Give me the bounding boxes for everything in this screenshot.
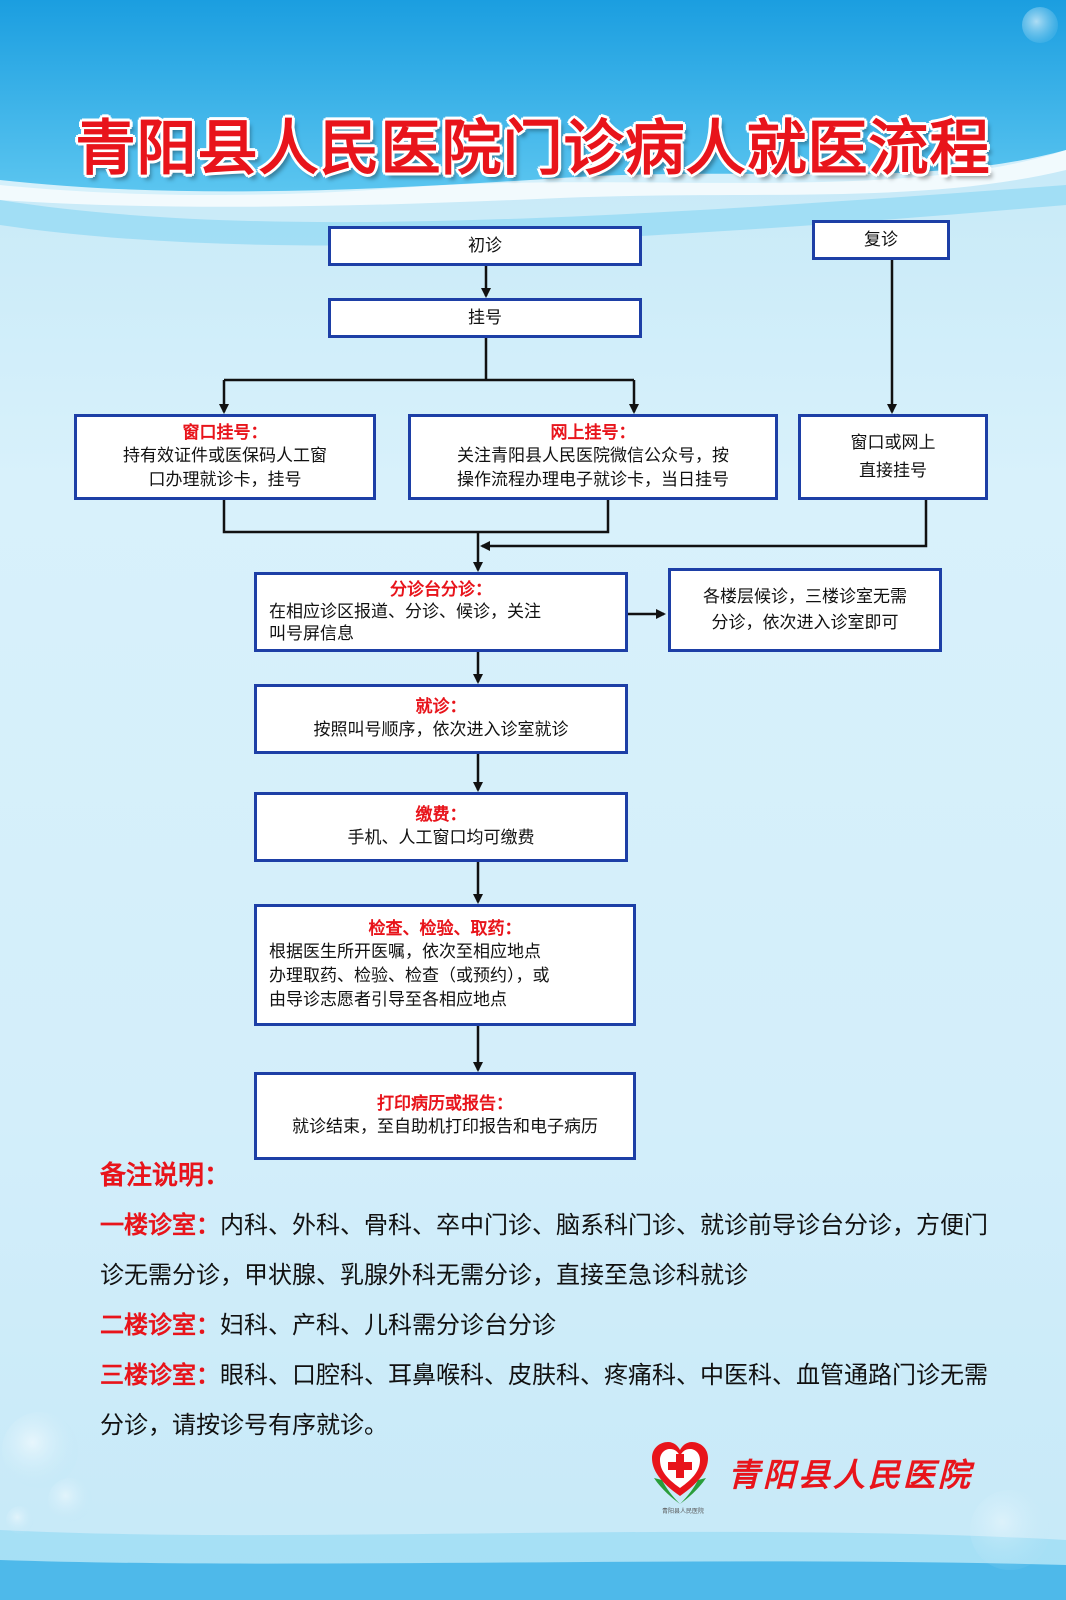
- notes-section: 备注说明： 一楼诊室：内科、外科、骨科、卒中门诊、脑系科门诊、就诊前导诊台分诊，…: [100, 1152, 1000, 1450]
- hospital-logo-icon: [652, 1442, 708, 1504]
- exam-title: 检查、检验、取药：: [368, 919, 522, 939]
- triage-box: 分诊台分诊： 在相应诊区报道、分诊、候诊，关注 叫号屏信息: [254, 572, 628, 652]
- register-label: 挂号: [468, 308, 502, 328]
- triage-title: 分诊台分诊：: [390, 580, 492, 600]
- direct-reg-box: 窗口或网上 直接挂号: [798, 414, 988, 500]
- first-visit-label: 初诊: [468, 236, 502, 256]
- payment-title: 缴费：: [415, 805, 467, 825]
- floor1-label: 一楼诊室：: [100, 1211, 220, 1239]
- register-box: 挂号: [328, 298, 642, 338]
- direct-reg-text: 窗口或网上 直接挂号: [850, 433, 936, 481]
- payment-box: 缴费： 手机、人工窗口均可缴费: [254, 792, 628, 862]
- payment-text: 手机、人工窗口均可缴费: [347, 828, 535, 848]
- floor2-text: 妇科、产科、儿科需分诊台分诊: [220, 1311, 556, 1339]
- triage-text: 在相应诊区报道、分诊、候诊，关注 叫号屏信息: [269, 602, 541, 644]
- page-title: 青阳县人民医院门诊病人就医流程: [75, 114, 991, 184]
- online-reg-title: 网上挂号：: [550, 423, 636, 443]
- arrow-direct-to-merge: [480, 500, 928, 551]
- line-window-online-merge: [222, 500, 610, 534]
- notes-title: 备注说明：: [100, 1161, 231, 1191]
- floor-wait-box: 各楼层候诊，三楼诊室无需 分诊，依次进入诊室即可: [668, 568, 942, 652]
- online-reg-text: 关注青阳县人民医院微信公众号，按 操作流程办理电子就诊卡，当日挂号: [457, 446, 729, 490]
- exam-text: 根据医生所开医嘱，依次至相应地点 办理取药、检验、检查（或预约），或 由导诊志愿…: [269, 942, 550, 1010]
- logo-small-text: 青阳县人民医院: [661, 1508, 704, 1515]
- floor-wait-text: 各楼层候诊，三楼诊室无需 分诊，依次进入诊室即可: [703, 587, 907, 633]
- consult-title: 就诊：: [415, 697, 467, 717]
- hospital-name: 青阳县人民医院: [728, 1456, 974, 1494]
- print-text: 就诊结束，至自助机打印报告和电子病历: [292, 1117, 598, 1137]
- consult-box: 就诊： 按照叫号顺序，依次进入诊室就诊: [254, 684, 628, 754]
- window-reg-title: 窗口挂号：: [182, 423, 268, 443]
- floor3-text: 眼科、口腔科、耳鼻喉科、皮肤科、疼痛科、中医科、血管通路门诊无需分诊，请按诊号有…: [100, 1361, 988, 1439]
- consult-text: 按照叫号顺序，依次进入诊室就诊: [313, 720, 569, 740]
- notes-floor3: 三楼诊室：眼科、口腔科、耳鼻喉科、皮肤科、疼痛科、中医科、血管通路门诊无需分诊，…: [100, 1350, 1000, 1450]
- floor1-text: 内科、外科、骨科、卒中门诊、脑系科门诊、就诊前导诊台分诊，方便门诊无需分诊，甲状…: [100, 1211, 988, 1289]
- return-visit-label: 复诊: [864, 230, 898, 250]
- online-reg-box: 网上挂号： 关注青阳县人民医院微信公众号，按 操作流程办理电子就诊卡，当日挂号: [408, 414, 778, 500]
- first-visit-box: 初诊: [328, 226, 642, 266]
- window-reg-text: 持有效证件或医保码人工窗 口办理就诊卡，挂号: [123, 446, 327, 490]
- floor3-label: 三楼诊室：: [100, 1361, 220, 1389]
- window-reg-box: 窗口挂号： 持有效证件或医保码人工窗 口办理就诊卡，挂号: [74, 414, 376, 500]
- exam-box: 检查、检验、取药： 根据医生所开医嘱，依次至相应地点 办理取药、检验、检查（或预…: [254, 904, 636, 1026]
- notes-floor2: 二楼诊室：妇科、产科、儿科需分诊台分诊: [100, 1300, 1000, 1350]
- print-box: 打印病历或报告： 就诊结束，至自助机打印报告和电子病历: [254, 1072, 636, 1160]
- return-visit-box: 复诊: [812, 220, 950, 260]
- notes-floor1: 一楼诊室：内科、外科、骨科、卒中门诊、脑系科门诊、就诊前导诊台分诊，方便门诊无需…: [100, 1200, 1000, 1300]
- floor2-label: 二楼诊室：: [100, 1311, 220, 1339]
- print-title: 打印病历或报告：: [377, 1094, 513, 1114]
